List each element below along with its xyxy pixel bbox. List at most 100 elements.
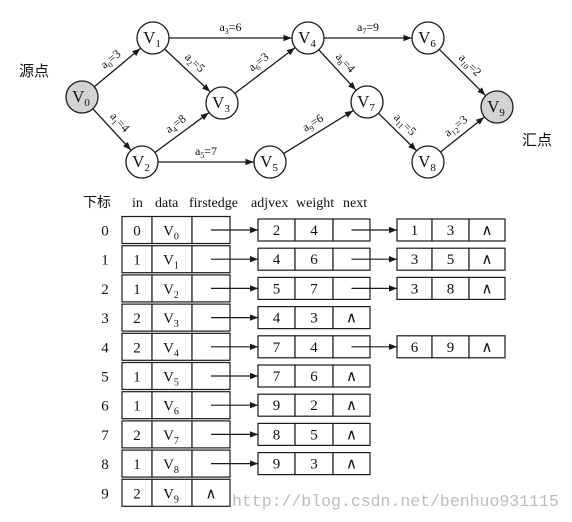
edge-label-subscript: 9 [308, 124, 316, 134]
aoe-graph: 源点 汇点 a0=3a1=4a2=5a3=6a4=8a5=7a6=3a7=9a8… [19, 20, 552, 179]
data-letter: V [163, 370, 174, 386]
next-cell [332, 364, 371, 388]
edge-label-a10: a10=2 [455, 51, 485, 81]
edge-v8-v9 [440, 116, 485, 153]
adjvex-value: 2 [273, 223, 281, 239]
edge-v7-v8 [377, 112, 417, 151]
header-next: next [343, 196, 367, 211]
node-v8: V8 [411, 145, 445, 179]
next-cell [332, 452, 371, 476]
watermark-url: http://blog.csdn.net/benhuo931115 [232, 492, 559, 511]
in-value: 1 [133, 253, 141, 269]
in-cell [121, 391, 153, 420]
data-cell [151, 332, 193, 361]
node-label: V9 [487, 97, 505, 119]
edge-v0-v2 [92, 108, 132, 151]
node-letter: V [132, 152, 145, 171]
row-index: 1 [101, 253, 109, 269]
node-label: V7 [357, 92, 375, 114]
node-subscript: 3 [224, 103, 230, 115]
next-null: ∧ [346, 311, 357, 327]
node-v0: V0 [65, 80, 99, 114]
weight-value: 7 [310, 281, 318, 297]
weight-value: 6 [310, 369, 318, 385]
data-cell [151, 449, 193, 478]
adjacency-list-header: 下标 in data firstedge adjvex weight next [83, 195, 367, 211]
in-value: 2 [133, 311, 141, 327]
next-null: ∧ [346, 427, 357, 443]
next-cell [332, 422, 371, 446]
data-letter: V [163, 486, 174, 502]
weight-value: 2 [310, 398, 318, 414]
data-value: V2 [163, 282, 179, 301]
in-cell [121, 245, 153, 274]
data-letter: V [163, 282, 174, 298]
edge-label-subscript: 5 [200, 151, 204, 160]
node-label: V6 [418, 28, 436, 50]
in-value: 2 [133, 486, 141, 502]
data-subscript: 0 [174, 232, 179, 243]
edge-v5-v7 [283, 110, 354, 155]
next-cell [468, 247, 506, 271]
edge-label-a12: a12=3 [441, 112, 471, 141]
row-index: 0 [101, 224, 109, 240]
data-value: V7 [163, 428, 179, 447]
edge-v4-v7 [318, 49, 357, 91]
node-label: V1 [143, 28, 161, 50]
node-subscript: 5 [272, 162, 278, 174]
node-letter: V [260, 152, 273, 171]
node-v6: V6 [411, 21, 445, 55]
data-letter: V [163, 428, 174, 444]
data-subscript: 7 [174, 436, 179, 447]
firstedge-cell [191, 478, 231, 507]
edge-label-subscript: 2 [185, 59, 194, 68]
edge-label-subscript: 11 [393, 119, 405, 131]
weight-value: 5 [310, 427, 318, 443]
in-cell [121, 332, 153, 361]
firstedge-null: ∧ [206, 486, 217, 502]
weight-value: 3 [310, 457, 318, 473]
node-circle [411, 145, 445, 179]
next-cell [468, 218, 506, 242]
data-letter: V [163, 340, 174, 356]
node-circle [205, 86, 239, 120]
next-cell [332, 306, 371, 330]
next-null: ∧ [482, 340, 493, 356]
next-null: ∧ [346, 369, 357, 385]
in-cell [121, 215, 153, 245]
node-circle [291, 21, 325, 55]
adjvex-value: 3 [411, 252, 419, 268]
data-value: V9 [163, 486, 179, 505]
header-data: data [155, 196, 179, 211]
edge-v3-v4 [234, 47, 296, 94]
edge-label-subscript: 4 [171, 125, 180, 135]
weight-value: 3 [447, 223, 455, 239]
adjacency-list: 下标 in data firstedge adjvex weight next … [83, 195, 506, 507]
node-subscript: 0 [84, 97, 90, 109]
data-letter: V [163, 224, 174, 240]
header-adjvex: adjvex [251, 196, 288, 211]
data-value: V6 [163, 399, 179, 418]
node-circle [125, 145, 159, 179]
node-letter: V [72, 87, 85, 106]
node-letter: V [212, 93, 225, 112]
weight-value: 8 [447, 281, 455, 297]
row-index: 8 [101, 457, 109, 473]
weight-value: 9 [447, 340, 455, 356]
data-subscript: 5 [174, 378, 179, 389]
edge-label-a4: a4=8 [162, 111, 189, 137]
data-value: V3 [163, 311, 179, 330]
